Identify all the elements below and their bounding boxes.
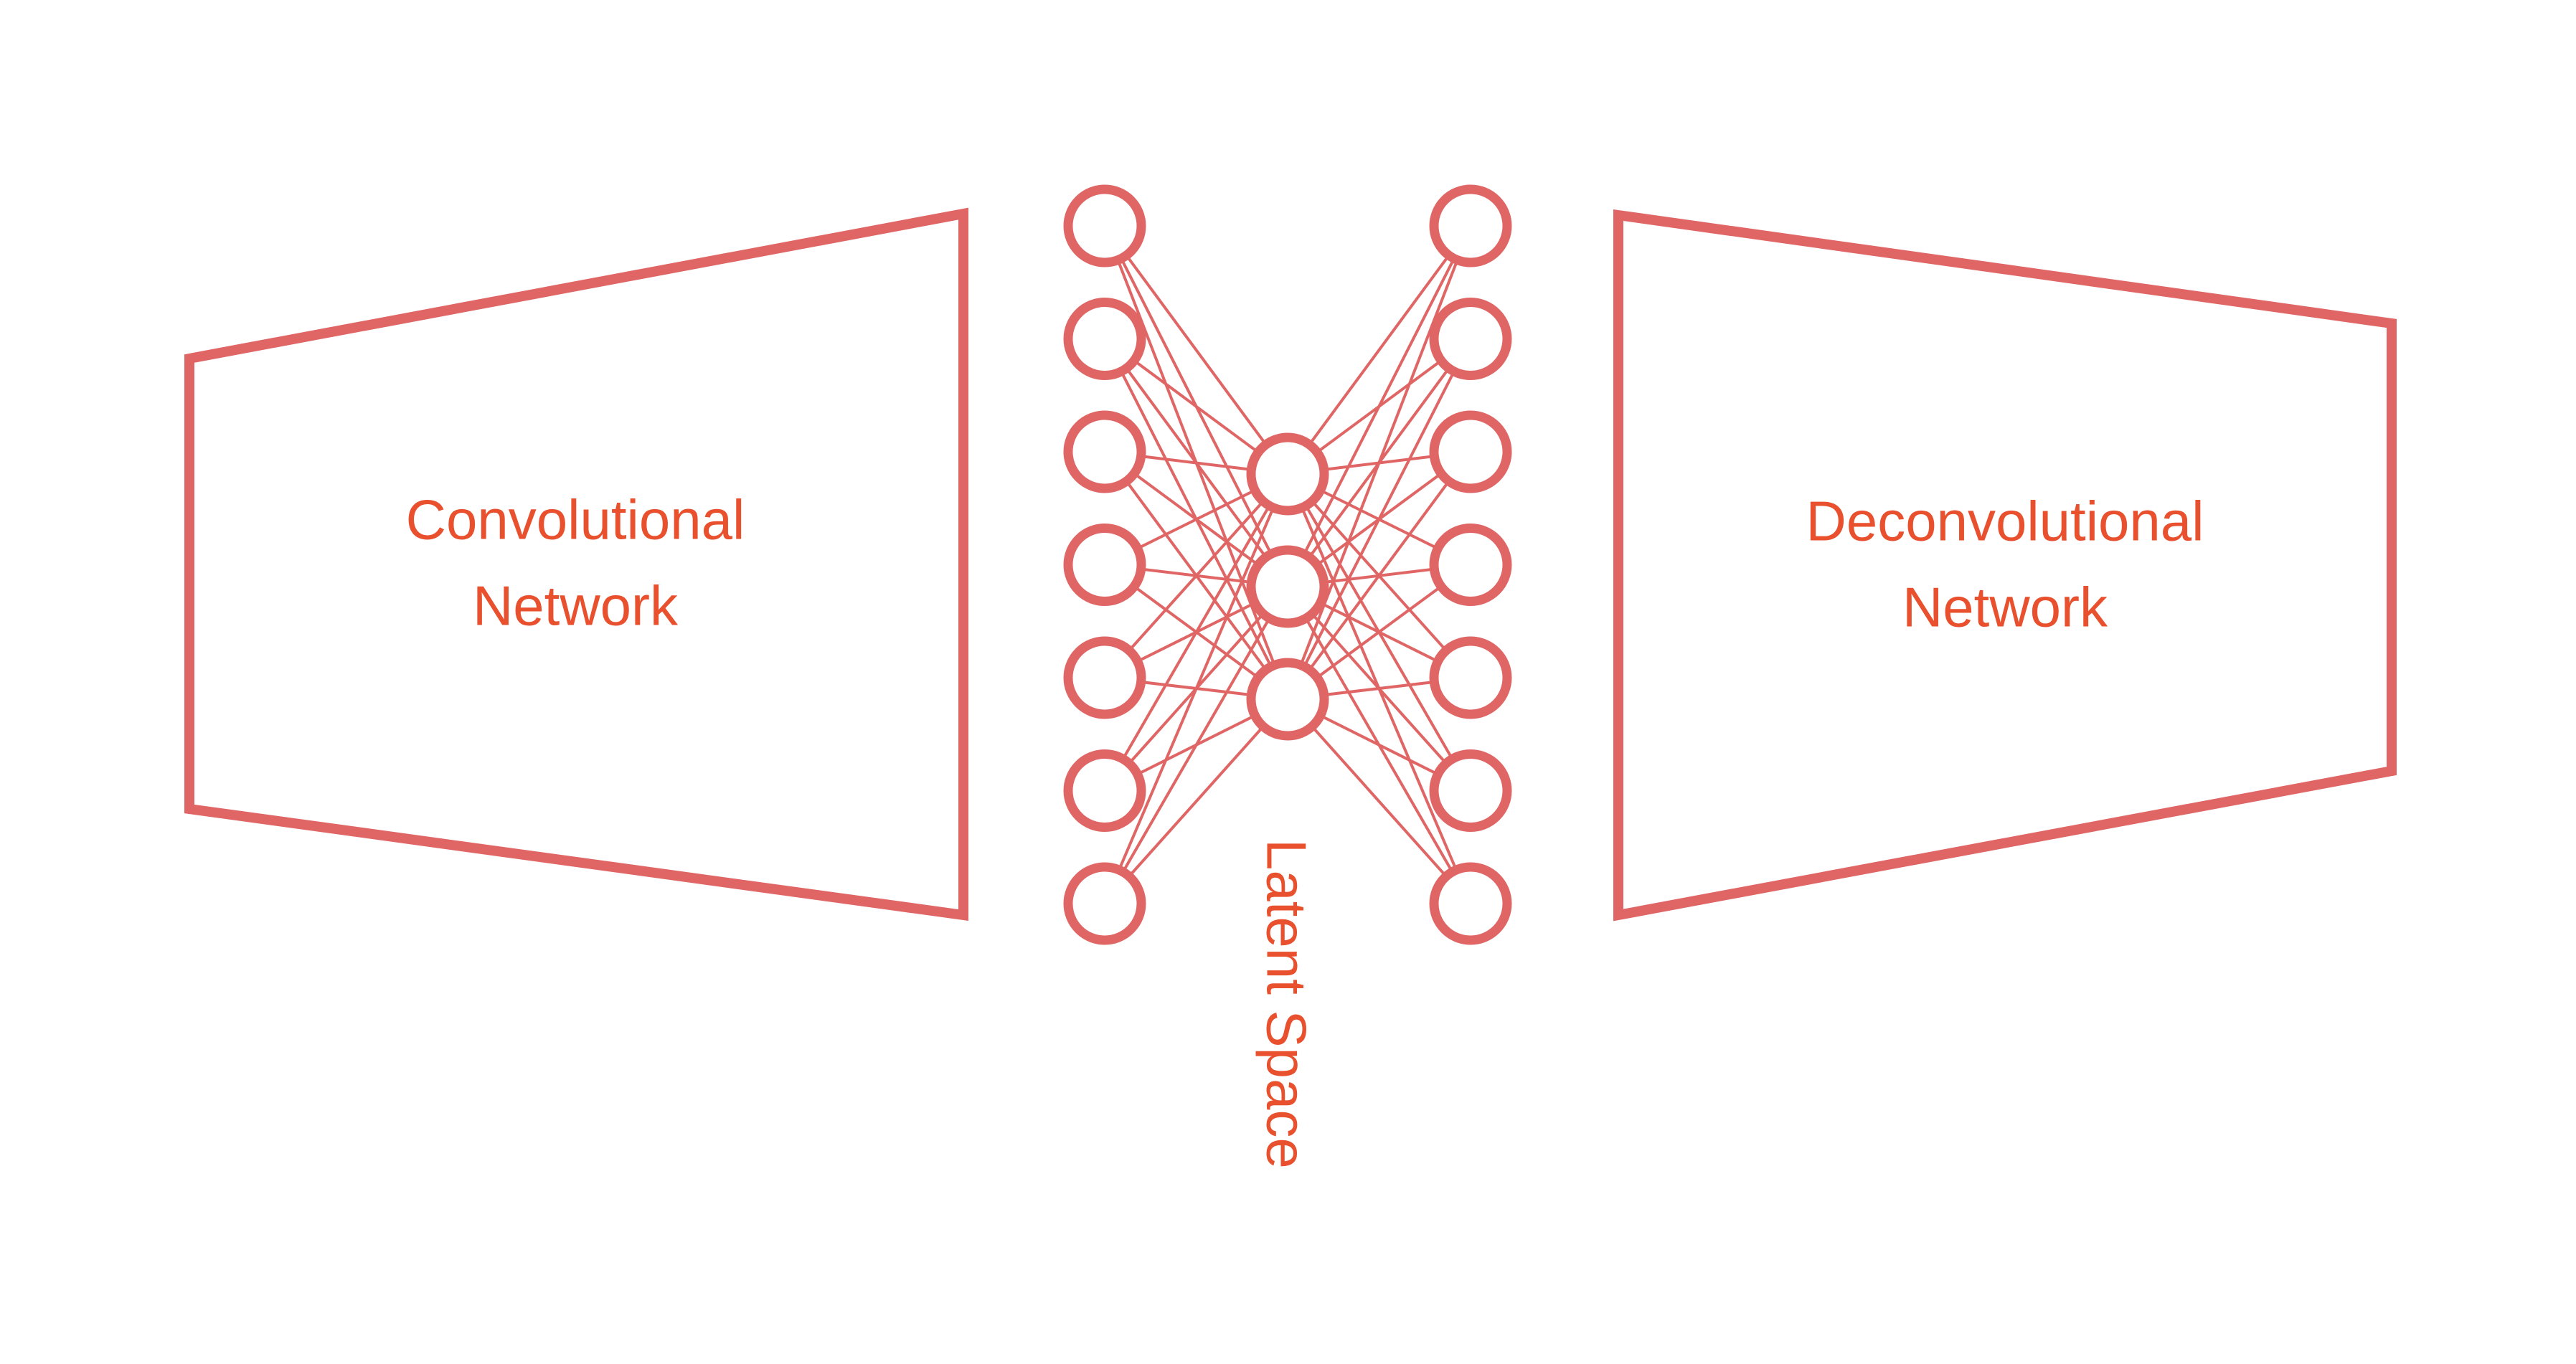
output-layer <box>1429 184 1512 945</box>
decoder-block <box>1613 209 2397 922</box>
edge-in-0-0 <box>1103 224 1289 475</box>
output-node-5 <box>1429 749 1512 832</box>
encoder-label-line2: Network <box>473 574 679 638</box>
edge-out-1-0 <box>1286 225 1472 587</box>
latent-space-label: Latent Space <box>1255 839 1318 1169</box>
input-node-1 <box>1063 298 1146 380</box>
edge-in-4-0 <box>1103 473 1289 679</box>
edge-out-2-2 <box>1286 450 1472 701</box>
edge-in-6-1 <box>1103 586 1289 904</box>
output-node-3 <box>1429 524 1512 606</box>
input-node-2 <box>1063 410 1146 493</box>
encoder-label-line1: Convolutional <box>406 488 745 551</box>
output-node-2 <box>1429 410 1512 493</box>
output-node-0 <box>1429 184 1512 267</box>
input-node-5 <box>1063 749 1146 832</box>
latent-layer <box>1246 432 1329 741</box>
edge-in-6-0 <box>1103 473 1289 904</box>
edge-out-2-0 <box>1286 225 1472 700</box>
edge-out-2-6 <box>1286 698 1472 905</box>
encoder-block <box>184 207 968 922</box>
latent-node-1 <box>1246 545 1329 628</box>
latent-node-2 <box>1246 658 1329 741</box>
output-node-6 <box>1429 862 1512 945</box>
input-node-4 <box>1063 636 1146 719</box>
input-node-3 <box>1063 524 1146 606</box>
edge-in-5-0 <box>1103 473 1289 792</box>
latent-node-0 <box>1246 432 1329 516</box>
edge-in-6-2 <box>1103 698 1289 905</box>
decoder-label-line1: Deconvolutional <box>1806 490 2204 553</box>
edge-out-2-1 <box>1286 338 1472 700</box>
input-node-6 <box>1063 862 1146 945</box>
edge-out-0-0 <box>1286 224 1472 475</box>
input-node-0 <box>1063 184 1146 267</box>
output-node-4 <box>1429 636 1512 719</box>
input-layer <box>1063 184 1146 945</box>
output-node-1 <box>1429 298 1512 380</box>
decoder-label-line2: Network <box>1902 576 2108 639</box>
